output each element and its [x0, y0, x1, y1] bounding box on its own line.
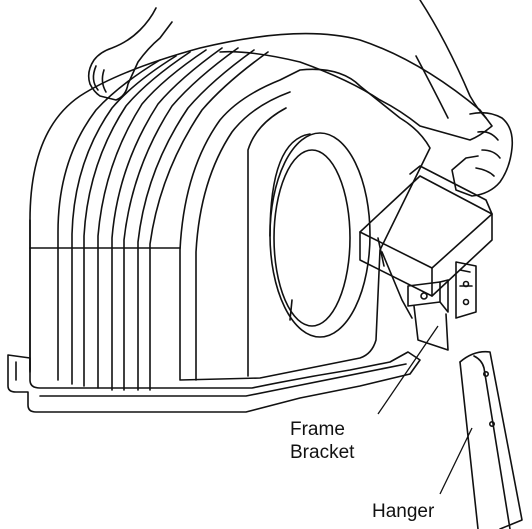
shroud-rib-6 [123, 47, 239, 391]
shroud-rib-4 [97, 49, 207, 389]
frame-bracket-label: Frame Bracket [290, 418, 354, 464]
frame-bracket [407, 261, 477, 351]
shroud-rib-3 [83, 51, 191, 387]
shroud-rib-1 [57, 59, 161, 381]
frame-bracket-label-line2: Bracket [290, 442, 355, 463]
frame-bracket-callout-line [377, 325, 439, 415]
frame-bracket-label-line1: Frame [290, 419, 345, 440]
shroud-rib-2 [71, 55, 177, 385]
left-hand [87, 7, 173, 101]
shroud-rib-7 [137, 49, 255, 391]
shroud-base-flange [7, 351, 421, 413]
shroud-base-flange-inner [15, 361, 407, 397]
motor-housing [359, 165, 493, 319]
hanger-bar [459, 350, 523, 529]
shroud-cover [7, 32, 493, 413]
shroud-side-face [179, 68, 431, 381]
right-hand [415, 0, 514, 197]
hanger-label: Hanger [372, 501, 435, 522]
shroud-rib-8 [149, 51, 269, 391]
shroud-side-opening [269, 132, 371, 338]
shroud-outline [29, 32, 493, 371]
hanger-callout-line [439, 427, 473, 495]
shroud-rib-5 [111, 47, 223, 391]
